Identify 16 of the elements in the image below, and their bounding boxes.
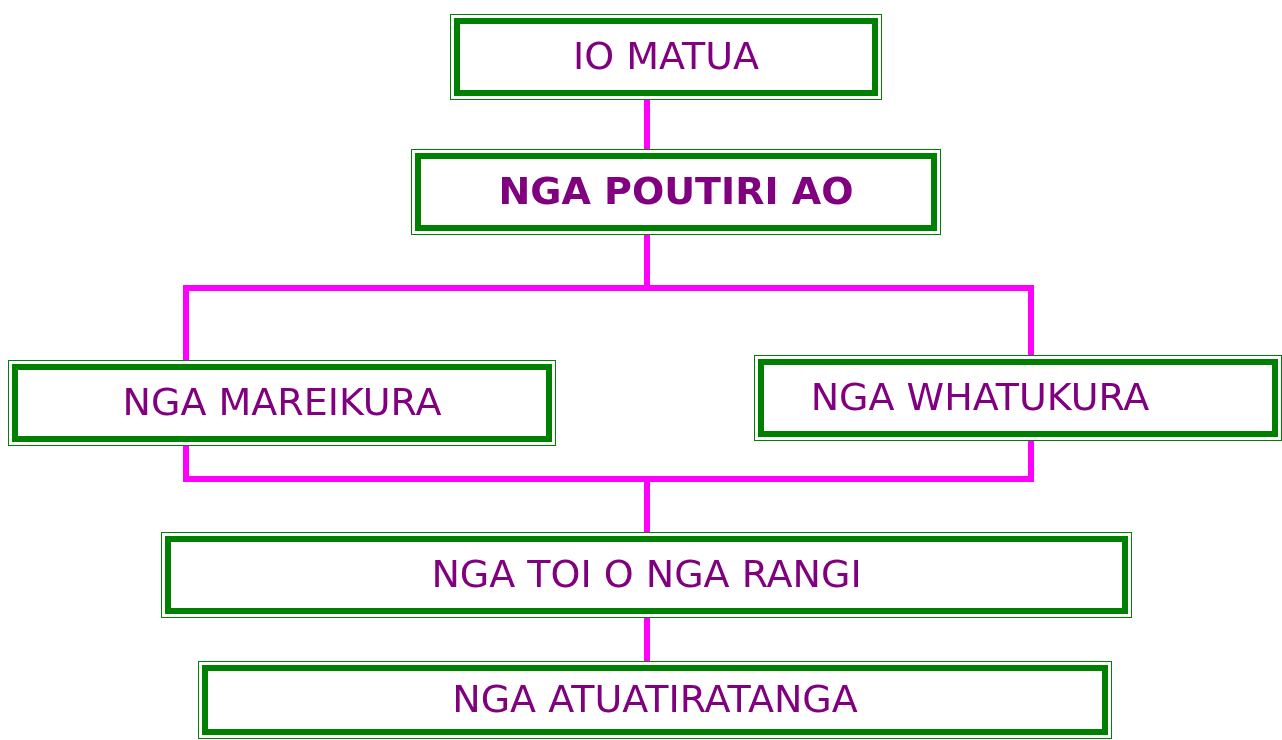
- node-label: NGA TOI O NGA RANGI: [431, 551, 862, 599]
- connector-line: [644, 441, 1034, 532]
- node-label: NGA POUTIRI AO: [498, 168, 854, 216]
- node-label: NGA MAREIKURA: [122, 379, 442, 427]
- box: [8, 360, 556, 446]
- connector-line: [644, 618, 650, 661]
- connector-line: [644, 100, 650, 149]
- node-label: NGA WHATUKURA: [810, 374, 1150, 422]
- connector-line: [644, 235, 1034, 355]
- box: [161, 532, 1132, 618]
- node-label: NGA ATUATIRATANGA: [452, 676, 858, 724]
- box: [198, 661, 1112, 739]
- node-label: IO MATUA: [572, 33, 760, 81]
- box: [411, 149, 941, 235]
- box: [754, 355, 1282, 441]
- box: [450, 14, 882, 100]
